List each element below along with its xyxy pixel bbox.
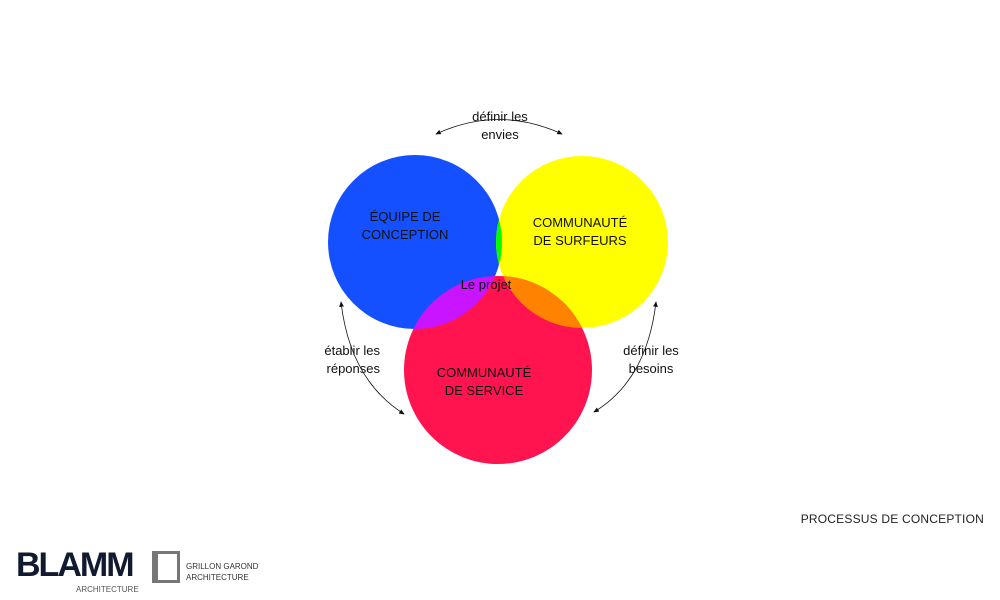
grillon-logo-line1: GRILLON GAROND — [186, 562, 259, 571]
grillon-logo-line2: ARCHITECTURE — [186, 573, 249, 582]
label-line: réponses — [326, 361, 380, 376]
grillon-garond-logo: GRILLON GAROND ARCHITECTURE — [152, 551, 262, 595]
grillon-logo-mark — [152, 551, 180, 583]
label-line: définir les — [623, 343, 679, 358]
service-community-label: COMMUNAUTÉ DE SERVICE — [424, 364, 544, 400]
label-line: DE SERVICE — [444, 383, 524, 398]
center-label: Le projet — [460, 277, 512, 292]
label-line: COMMUNAUTÉ — [436, 365, 532, 380]
surfer-community-label: COMMUNAUTÉ DE SURFEURS — [520, 214, 640, 250]
design-team-label: ÉQUIPE DE CONCEPTION — [345, 208, 465, 244]
top-arrow-label: définir les envies — [440, 108, 560, 144]
label-line: ÉQUIPE DE — [369, 209, 441, 224]
label-line: COMMUNAUTÉ — [532, 215, 628, 230]
label-line: besoins — [628, 361, 674, 376]
label-line: DE SURFEURS — [533, 233, 627, 248]
label-line: envies — [481, 127, 519, 142]
blamm-logo: BLAMM ARCHITECTURE — [16, 546, 146, 595]
left-arrow-label: établir les réponses — [280, 342, 380, 378]
surfer-community-circle — [496, 156, 668, 328]
service-community-circle — [404, 276, 592, 464]
label-line: CONCEPTION — [361, 227, 449, 242]
top-arrow — [435, 119, 563, 135]
right-arrow — [593, 301, 658, 413]
blamm-logo-text: BLAMM — [16, 546, 135, 584]
label-line: définir les — [472, 109, 528, 124]
right-arrow-label: définir les besoins — [606, 342, 696, 378]
left-arrow — [339, 301, 405, 415]
blamm-logo-sub: ARCHITECTURE — [76, 585, 139, 594]
page-caption: PROCESSUS DE CONCEPTION — [800, 512, 984, 526]
label-line: établir les — [324, 343, 380, 358]
